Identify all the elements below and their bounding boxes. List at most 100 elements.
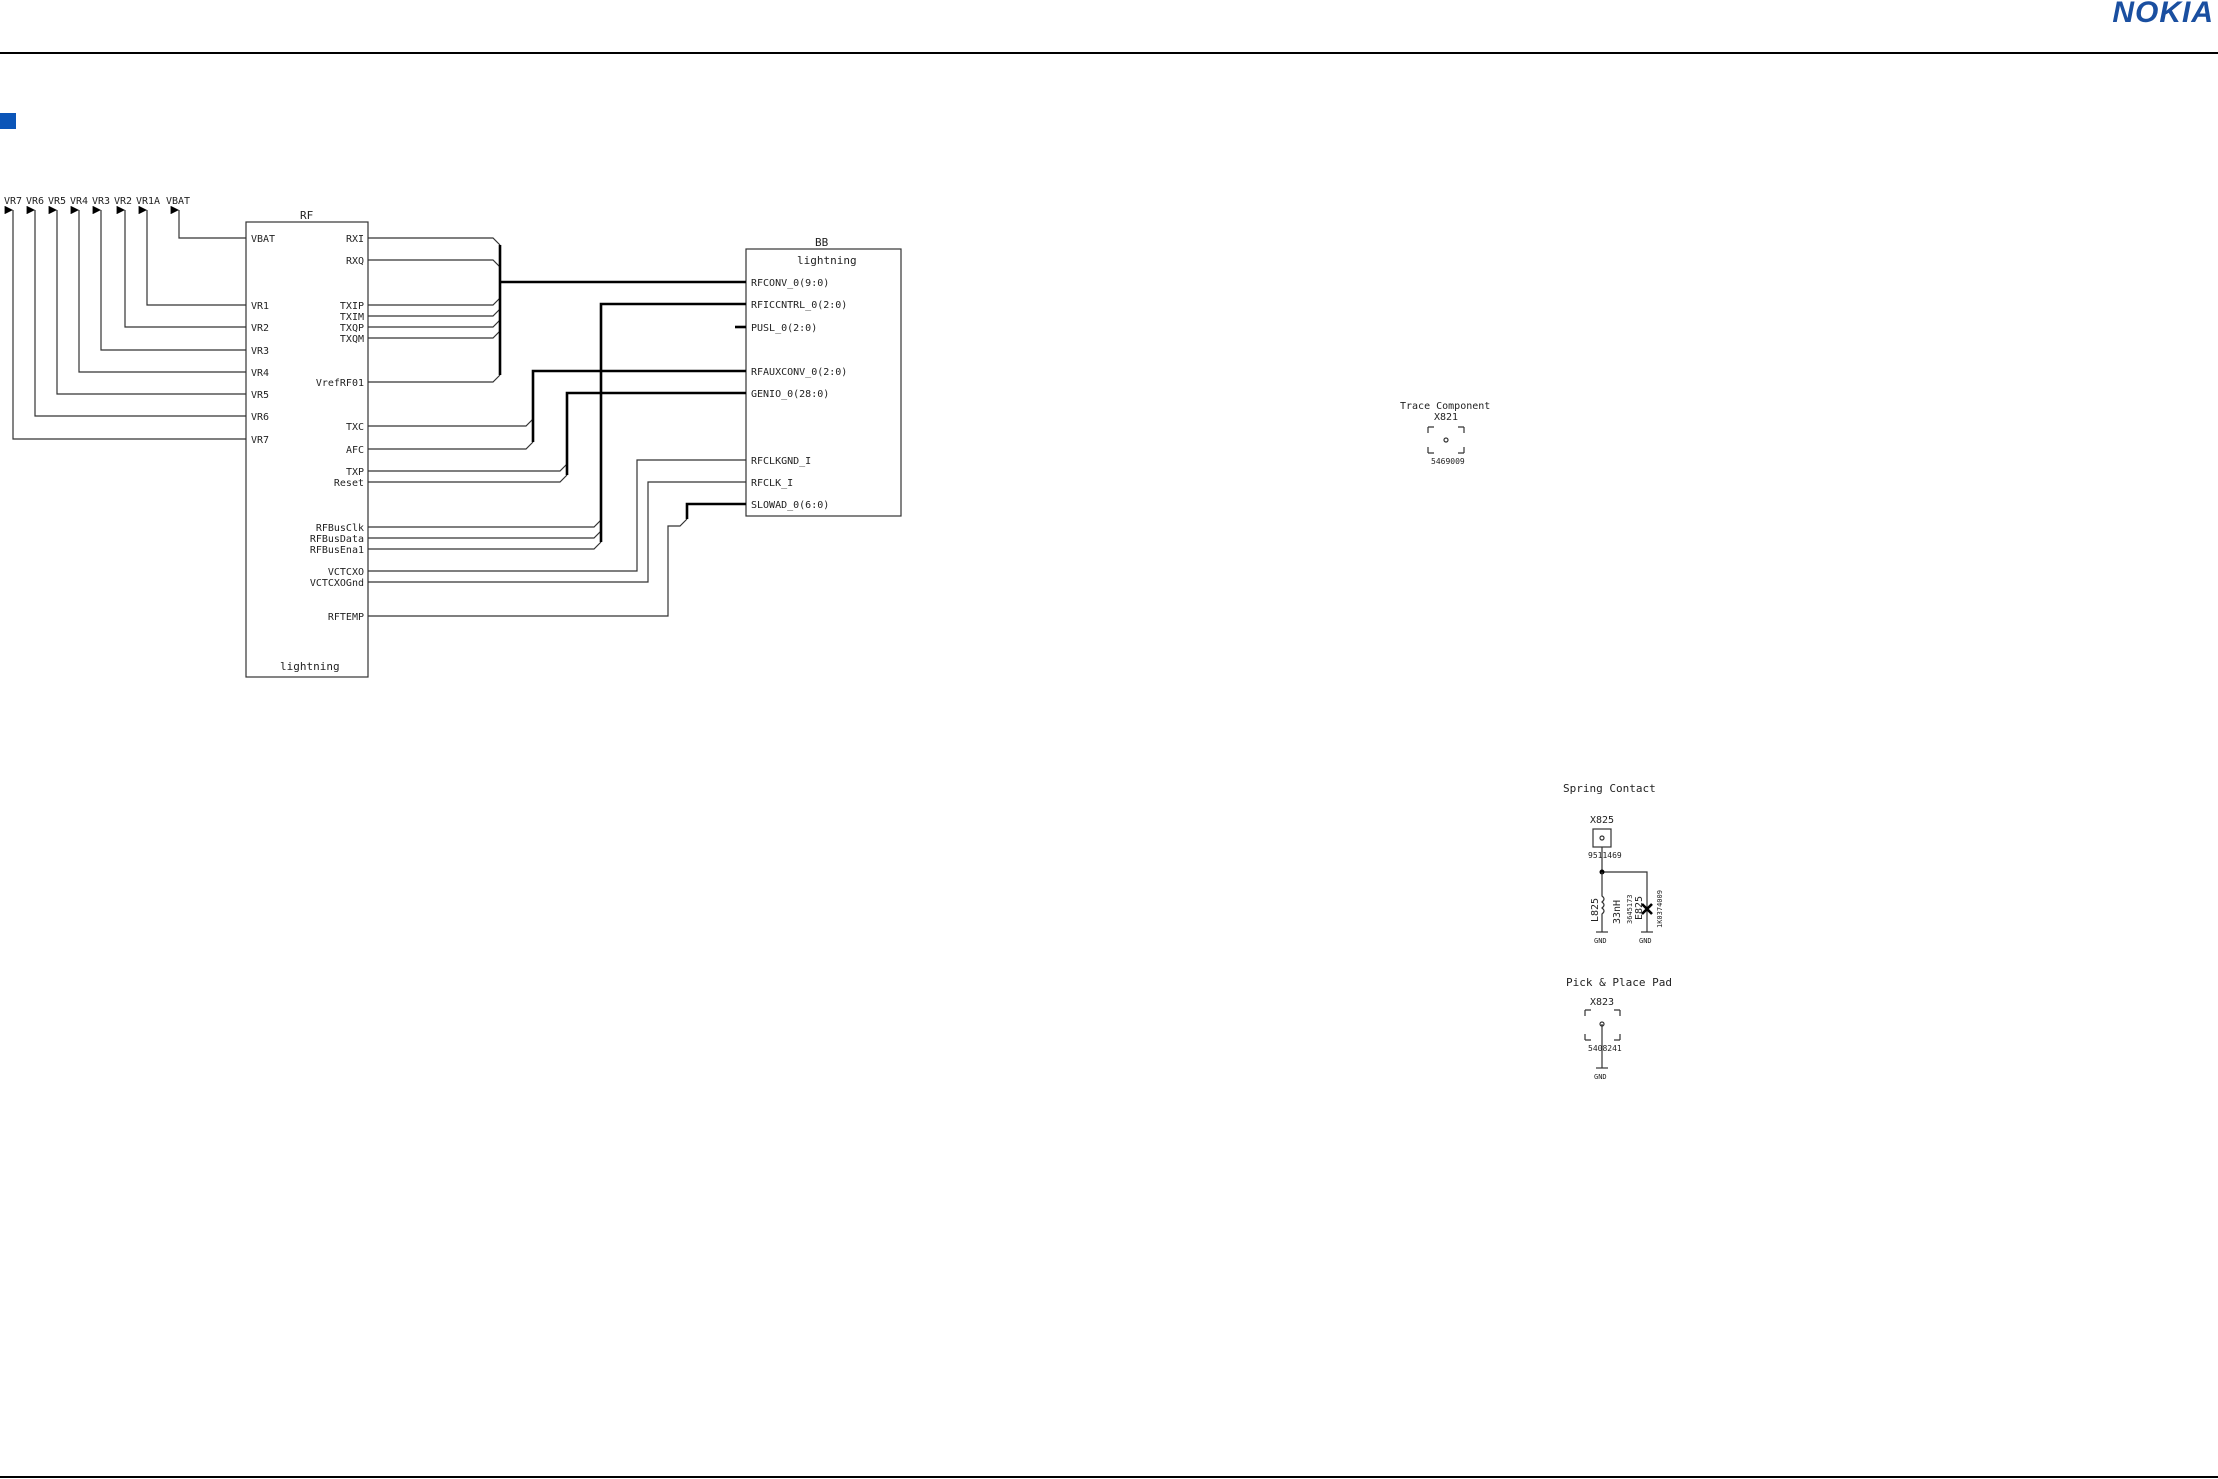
spring-contact-wire [1601, 847, 1648, 897]
rf-block: RF lightning VBAT VR1 VR2 VR3 VR4 VR5 VR… [245, 209, 369, 678]
trace-component-pad [1443, 437, 1449, 443]
wire-vrefrf01 [368, 374, 501, 383]
wire-vr3 [92, 205, 246, 351]
rf-pin-rxq: RXQ [346, 256, 364, 267]
rf-pin-txip: TXIP [340, 301, 364, 312]
bus-rficcntrl [599, 302, 746, 542]
wire-vctcxo [368, 459, 746, 572]
rf-pin-txp: TXP [346, 467, 364, 478]
spring-contact-pad-dot [1599, 835, 1605, 841]
power-label-vr4: VR4 [70, 196, 88, 207]
esd-e825-symbol [1641, 903, 1653, 915]
rf-left-pins: VBAT VR1 VR2 VR3 VR4 VR5 VR6 VR7 [251, 234, 275, 446]
inductor-value: 33nH [1612, 900, 1623, 924]
wire-txc [368, 418, 534, 427]
bus-rfauxconv [531, 369, 746, 442]
inductor-ref: L825 [1590, 898, 1601, 922]
rf-pin-vr2: VR2 [251, 323, 269, 334]
esd-ref: E825 [1634, 896, 1645, 920]
pick-place-pad-dot [1599, 1021, 1605, 1027]
bus-genio [565, 391, 746, 475]
trace-component-ref: X821 [1434, 412, 1458, 423]
rf-pin-reset: Reset [334, 478, 364, 489]
header-rule [0, 52, 2218, 54]
pick-place-pad: Pick & Place Pad X823 5408241 GND [1566, 976, 1672, 1081]
wire-vr4 [70, 205, 246, 373]
gnd-label-2: GND [1639, 937, 1652, 945]
wire-afc [368, 441, 534, 450]
trace-component-part: 5469009 [1431, 457, 1465, 466]
bb-pin-rfclkgnd: RFCLKGND_I [751, 456, 811, 467]
gnd-label-1: GND [1594, 937, 1607, 945]
power-label-vbat: VBAT [166, 196, 190, 207]
wire-rfbusclk [368, 519, 602, 528]
rf-pin-rfbusclk: RFBusClk [316, 523, 364, 534]
wire-vbat [170, 205, 246, 239]
bb-pin-rfconv: RFCONV_0(9:0) [751, 278, 829, 289]
bb-pins: RFCONV_0(9:0) RFICCNTRL_0(2:0) PUSL_0(2:… [751, 278, 847, 511]
spring-contact-ref: X825 [1590, 815, 1614, 826]
power-label-vr3: VR3 [92, 196, 110, 207]
wire-reset [368, 474, 568, 483]
power-rail-labels: VR7 VR6 VR5 VR4 VR3 VR2 VR1A VBAT [4, 196, 190, 207]
gnd-label-3: GND [1594, 1073, 1607, 1081]
wire-rxq [368, 259, 501, 268]
rf-pin-rftemp: RFTEMP [328, 612, 364, 623]
rf-pin-vctcxognd: VCTCXOGnd [310, 578, 364, 589]
rf-pin-vr3: VR3 [251, 346, 269, 357]
rf-pin-txc: TXC [346, 422, 364, 433]
wire-rfbusena1 [368, 541, 602, 550]
wire-vctcxognd [368, 481, 746, 583]
rf-pin-txqp: TXQP [340, 323, 364, 334]
trace-component-outline [1427, 426, 1465, 454]
bb-pin-rfauxconv: RFAUXCONV_0(2:0) [751, 367, 847, 378]
rf-pin-vr7: VR7 [251, 435, 269, 446]
wire-vr5 [48, 205, 246, 395]
rf-bb-wiring [368, 237, 746, 617]
spring-contact-title: Spring Contact [1563, 782, 1656, 795]
inductor-part: 3645173 [1626, 894, 1634, 924]
rf-pin-txim: TXIM [340, 312, 364, 323]
rf-pin-txqm: TXQM [340, 334, 364, 345]
power-label-vr1a: VR1A [136, 196, 160, 207]
rf-pin-vr5: VR5 [251, 390, 269, 401]
wire-rfbusdata [368, 530, 602, 539]
wire-txqp [368, 319, 501, 328]
pick-place-title: Pick & Place Pad [1566, 976, 1672, 989]
wire-txip [368, 297, 501, 306]
bb-pin-rfclk: RFCLK_I [751, 478, 793, 489]
bb-block-subtitle: lightning [797, 254, 857, 267]
power-label-vr6: VR6 [26, 196, 44, 207]
rf-pin-rfbusena1: RFBusEna1 [310, 545, 364, 556]
section-marker [0, 113, 16, 129]
bus-slowad [685, 502, 746, 519]
bb-block-title: BB [815, 236, 829, 249]
wire-vr2 [116, 205, 246, 328]
bb-block-outline [745, 248, 902, 517]
trace-component: Trace Component X821 5469009 [1400, 401, 1490, 466]
esd-part: 1K0374009 [1656, 890, 1664, 928]
rf-pin-vr6: VR6 [251, 412, 269, 423]
nokia-logo: NOKIA [2112, 0, 2214, 29]
wire-txqm [368, 330, 501, 339]
rf-pin-vrefrf01: VrefRF01 [316, 378, 364, 389]
bb-pin-genio: GENIO_0(28:0) [751, 389, 829, 400]
rf-pin-vr4: VR4 [251, 368, 269, 379]
bb-block: BB lightning RFCONV_0(9:0) RFICCNTRL_0(2… [745, 236, 902, 517]
footer-rule [0, 1476, 2218, 1478]
power-rail-wires [4, 205, 246, 440]
wire-rftemp [368, 518, 688, 617]
rf-block-footer: lightning [280, 660, 340, 673]
rf-pin-rxi: RXI [346, 234, 364, 245]
power-label-vr7: VR7 [4, 196, 22, 207]
spring-contact: Spring Contact X825 9511469 L825 33nH 36… [1563, 782, 1664, 945]
pick-place-outline [1584, 1009, 1621, 1041]
inductor-l825 [1601, 872, 1605, 932]
pick-place-ref: X823 [1590, 997, 1614, 1008]
pick-place-part: 5408241 [1588, 1044, 1622, 1053]
rf-block-title: RF [300, 209, 313, 222]
rf-pin-vr1: VR1 [251, 301, 269, 312]
trace-component-title: Trace Component [1400, 401, 1490, 412]
